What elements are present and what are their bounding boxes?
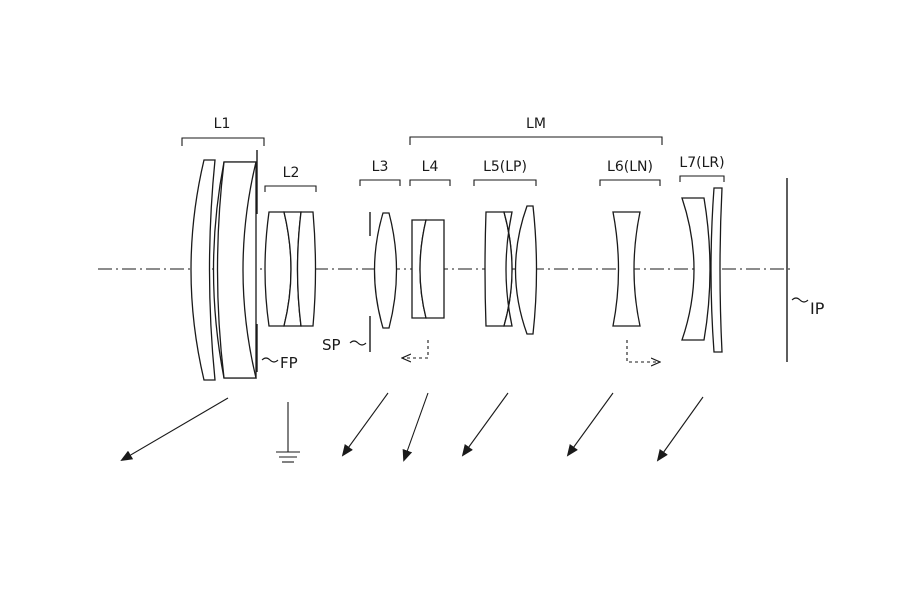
arrow-l7 [656, 396, 704, 462]
lens-l3 [373, 212, 398, 329]
bracket-l2 [264, 185, 317, 192]
bracket-l1 [181, 137, 265, 146]
bracket-l6 [599, 179, 661, 186]
lens-l7-a [681, 197, 711, 341]
label-l2: L2 [283, 165, 300, 181]
lens-l2-c [296, 211, 317, 327]
ip-leader [791, 297, 809, 303]
label-l6: L6(LN) [607, 159, 653, 175]
label-l4: L4 [422, 159, 439, 175]
label-fp: FP [280, 354, 298, 372]
sp-leader [349, 340, 367, 346]
lens-l4-b [419, 219, 445, 319]
lens-l1-front [190, 159, 216, 381]
fp-leader [261, 357, 279, 363]
l6-focus-arrow [626, 340, 660, 362]
arrow-l5 [461, 392, 509, 457]
label-l1: L1 [214, 116, 231, 132]
arrow-l6 [566, 392, 614, 457]
bracket-lm [409, 136, 663, 145]
label-l7: L7(LR) [679, 155, 724, 171]
lens-l5-c [514, 205, 538, 335]
lens-l7-b [710, 187, 723, 353]
bracket-l7 [679, 175, 725, 182]
label-l5: L5(LP) [483, 159, 527, 175]
lens-l5-b [503, 211, 513, 327]
arrow-l1 [120, 397, 229, 462]
label-ip: IP [810, 299, 825, 318]
bracket-l4 [409, 179, 451, 186]
arrow-l3 [341, 392, 389, 457]
l4-focus-arrow [402, 340, 429, 358]
arrow-l4 [402, 392, 429, 462]
bracket-l3 [359, 179, 401, 186]
ground-symbol-l2 [276, 402, 300, 463]
label-sp: SP [322, 336, 341, 354]
label-lm: LM [526, 116, 546, 132]
lens-l1-rear-inner [216, 161, 257, 379]
bracket-l5 [473, 179, 537, 186]
label-l3: L3 [372, 159, 389, 175]
lens-l6 [612, 211, 641, 327]
